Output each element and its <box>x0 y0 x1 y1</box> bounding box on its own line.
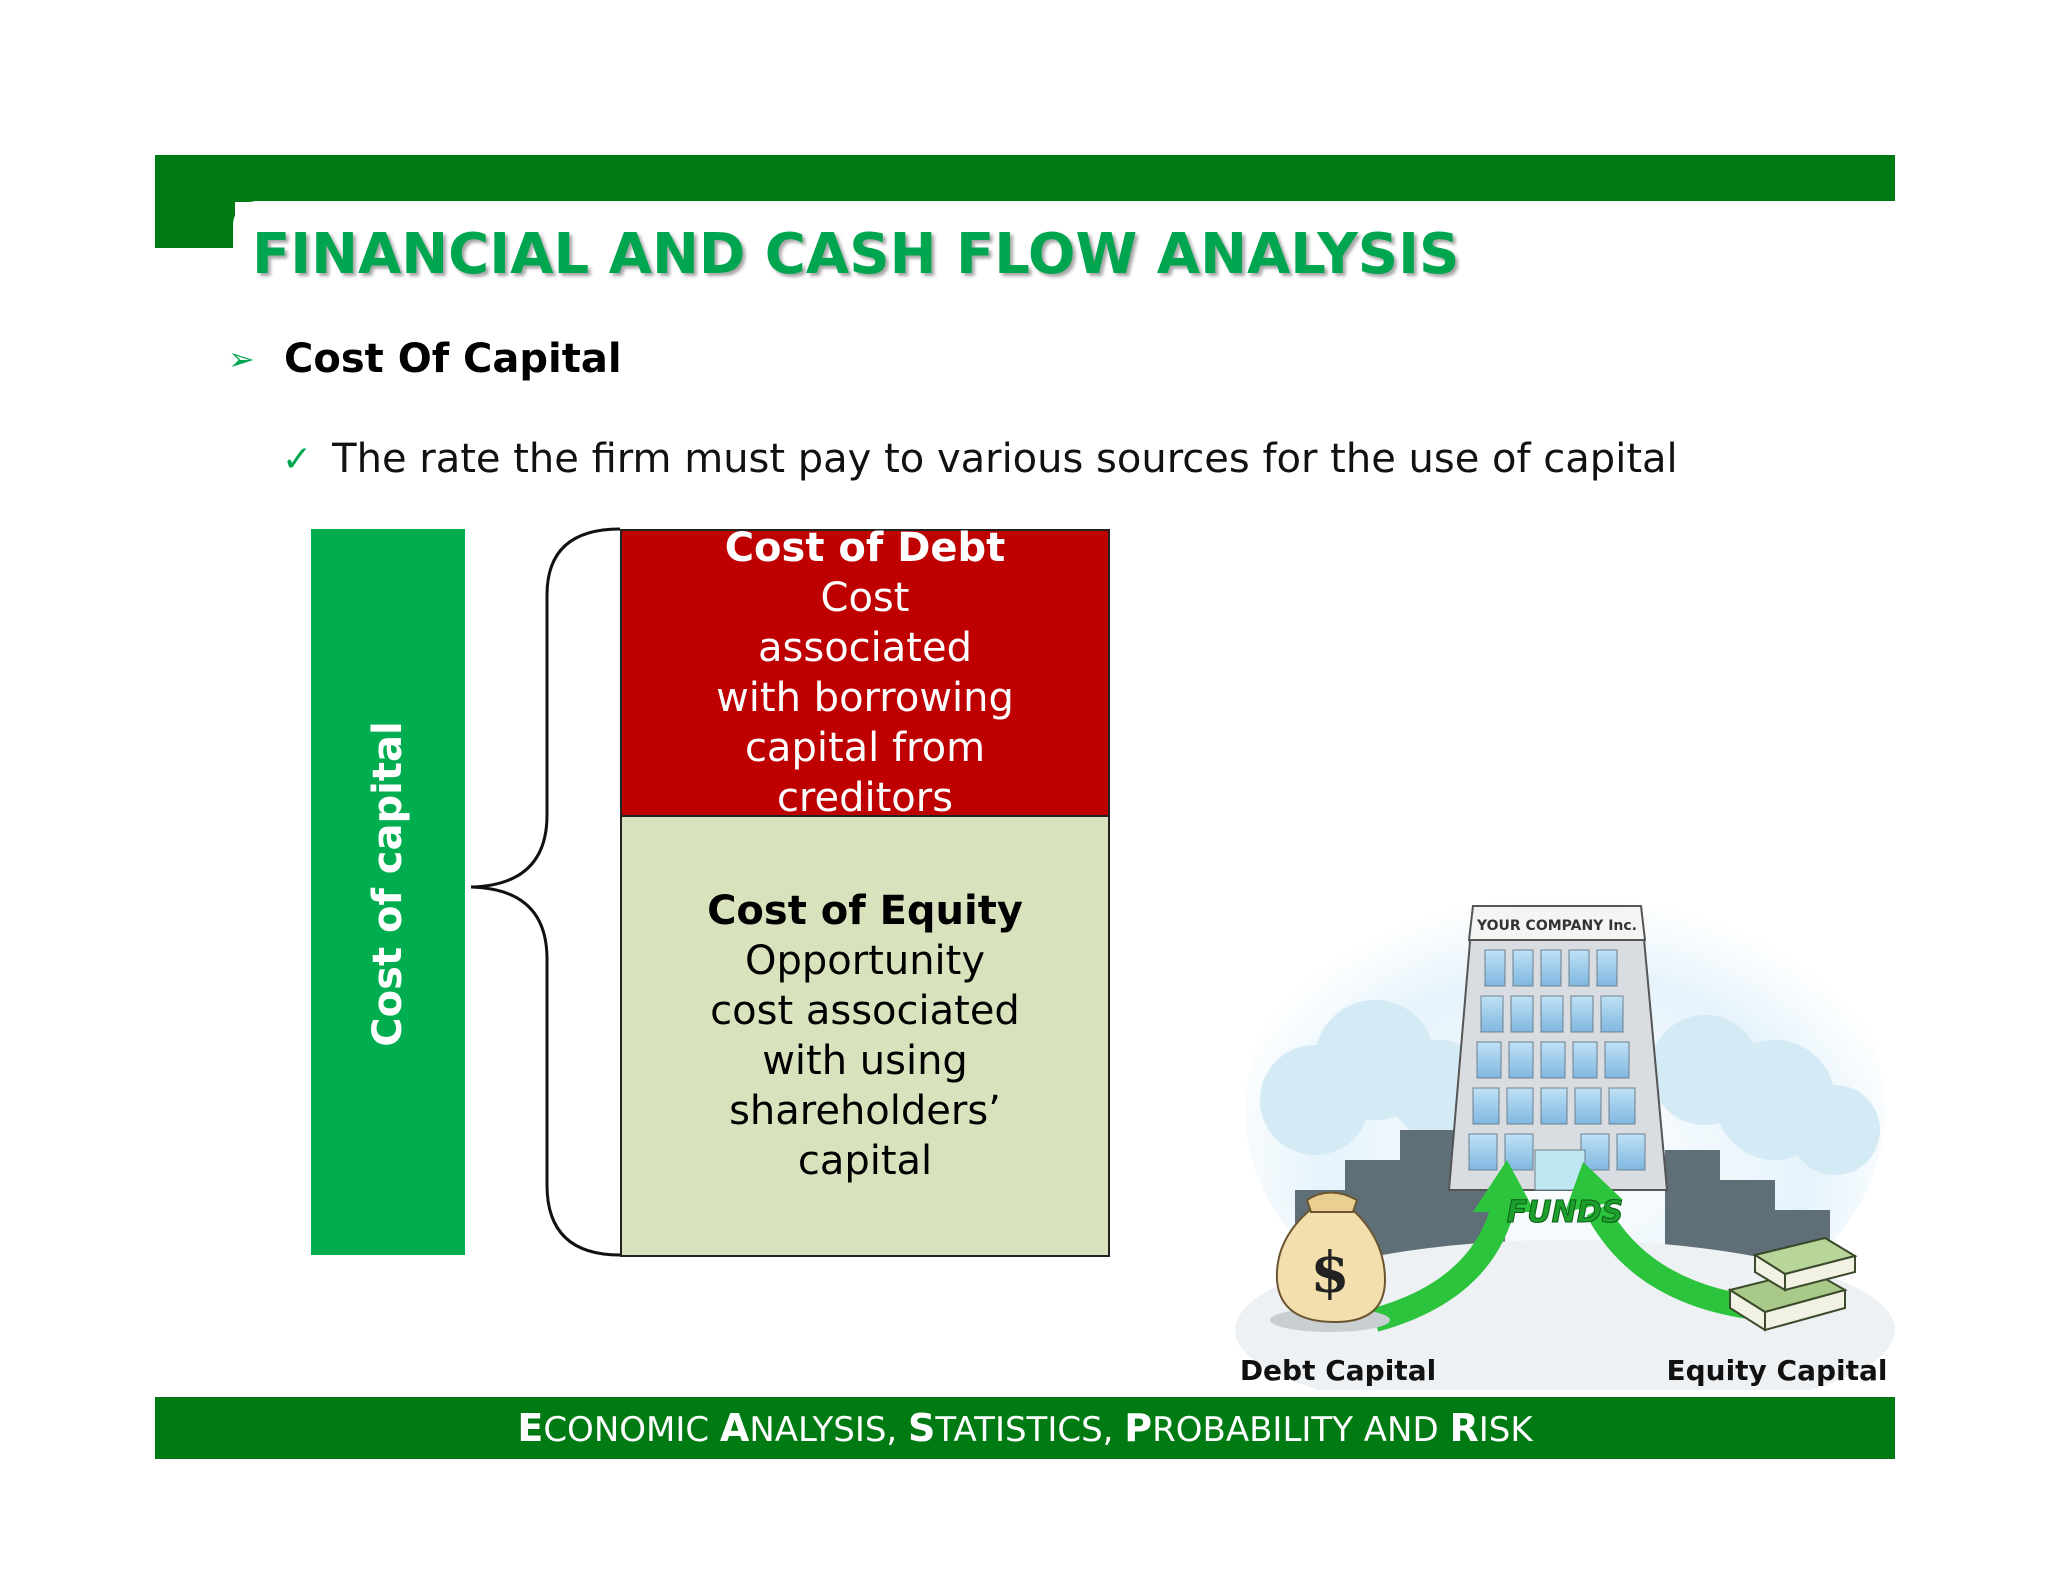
cost-of-capital-bar <box>311 529 465 1255</box>
cost-of-equity-box: Cost of Equity Opportunity cost associat… <box>620 817 1110 1257</box>
ground <box>1235 1240 1895 1390</box>
cost-of-debt-title: Cost of Debt <box>724 525 1006 571</box>
footer-rest-4: ROBABILITY AND <box>1152 1410 1450 1450</box>
sub-bullet-definition: ✓ The rate the firm must pay to various … <box>282 436 1678 482</box>
footer-text: ECONOMIC ANALYSIS, STATISTICS, PROBABILI… <box>517 1406 1532 1450</box>
bullet-main-text: Cost Of Capital <box>284 336 622 382</box>
debt-capital-label: Debt Capital <box>1240 1354 1436 1387</box>
arrowhead-bullet-icon: ➢ <box>228 340 255 378</box>
header-left-tab <box>155 155 235 248</box>
footer-cap-3: S <box>908 1406 936 1450</box>
cost-of-equity-description: Opportunity cost associated with using s… <box>710 938 1020 1184</box>
title-area <box>233 201 1895 291</box>
cost-of-debt-box: Cost of Debt Cost associated with borrow… <box>620 525 1110 821</box>
footer-rest-2: NALYSIS, <box>749 1410 909 1450</box>
cost-of-equity-title: Cost of Equity <box>707 888 1023 934</box>
office-building <box>1447 905 1669 1191</box>
sub-bullet-text: The rate the firm must pay to various so… <box>332 436 1678 482</box>
slide-title: FINANCIAL AND CASH FLOW ANALYSIS <box>252 222 1460 287</box>
footer-cap-4: P <box>1124 1406 1153 1450</box>
cost-of-debt-description: Cost associated with borrowing capital f… <box>716 575 1014 821</box>
footer-cap-5: R <box>1449 1406 1479 1450</box>
svg-text:$: $ <box>1311 1240 1350 1306</box>
header-band <box>155 155 1895 202</box>
footer-cap-1: E <box>517 1406 544 1450</box>
footer-rest-5: ISK <box>1478 1410 1533 1450</box>
equity-arrowhead <box>1565 1162 1623 1212</box>
footer-band: ECONOMIC ANALYSIS, STATISTICS, PROBABILI… <box>155 1397 1895 1459</box>
company-funds-illustration: YOUR COMPANY Inc. FUNDS $ Debt Capital E… <box>1235 870 1895 1390</box>
footer-cap-2: A <box>719 1406 750 1450</box>
check-mark-icon: ✓ <box>282 438 313 480</box>
money-bag-icon: $ <box>1270 1191 1390 1332</box>
funds-label: FUNDS <box>1507 1195 1623 1230</box>
building-sign: YOUR COMPANY Inc. <box>1476 918 1637 934</box>
footer-rest-3: TATISTICS, <box>935 1410 1125 1450</box>
cost-of-capital-label: Cost of capital <box>365 721 411 1047</box>
curly-brace <box>470 527 621 1257</box>
footer-rest-1: CONOMIC <box>543 1410 720 1450</box>
cash-stack-icon <box>1727 1236 1858 1332</box>
debt-arrow <box>1371 1197 1517 1332</box>
bullet-cost-of-capital: ➢ Cost Of Capital <box>228 336 622 382</box>
equity-capital-label: Equity Capital <box>1666 1354 1887 1387</box>
debt-arrowhead <box>1473 1160 1535 1212</box>
